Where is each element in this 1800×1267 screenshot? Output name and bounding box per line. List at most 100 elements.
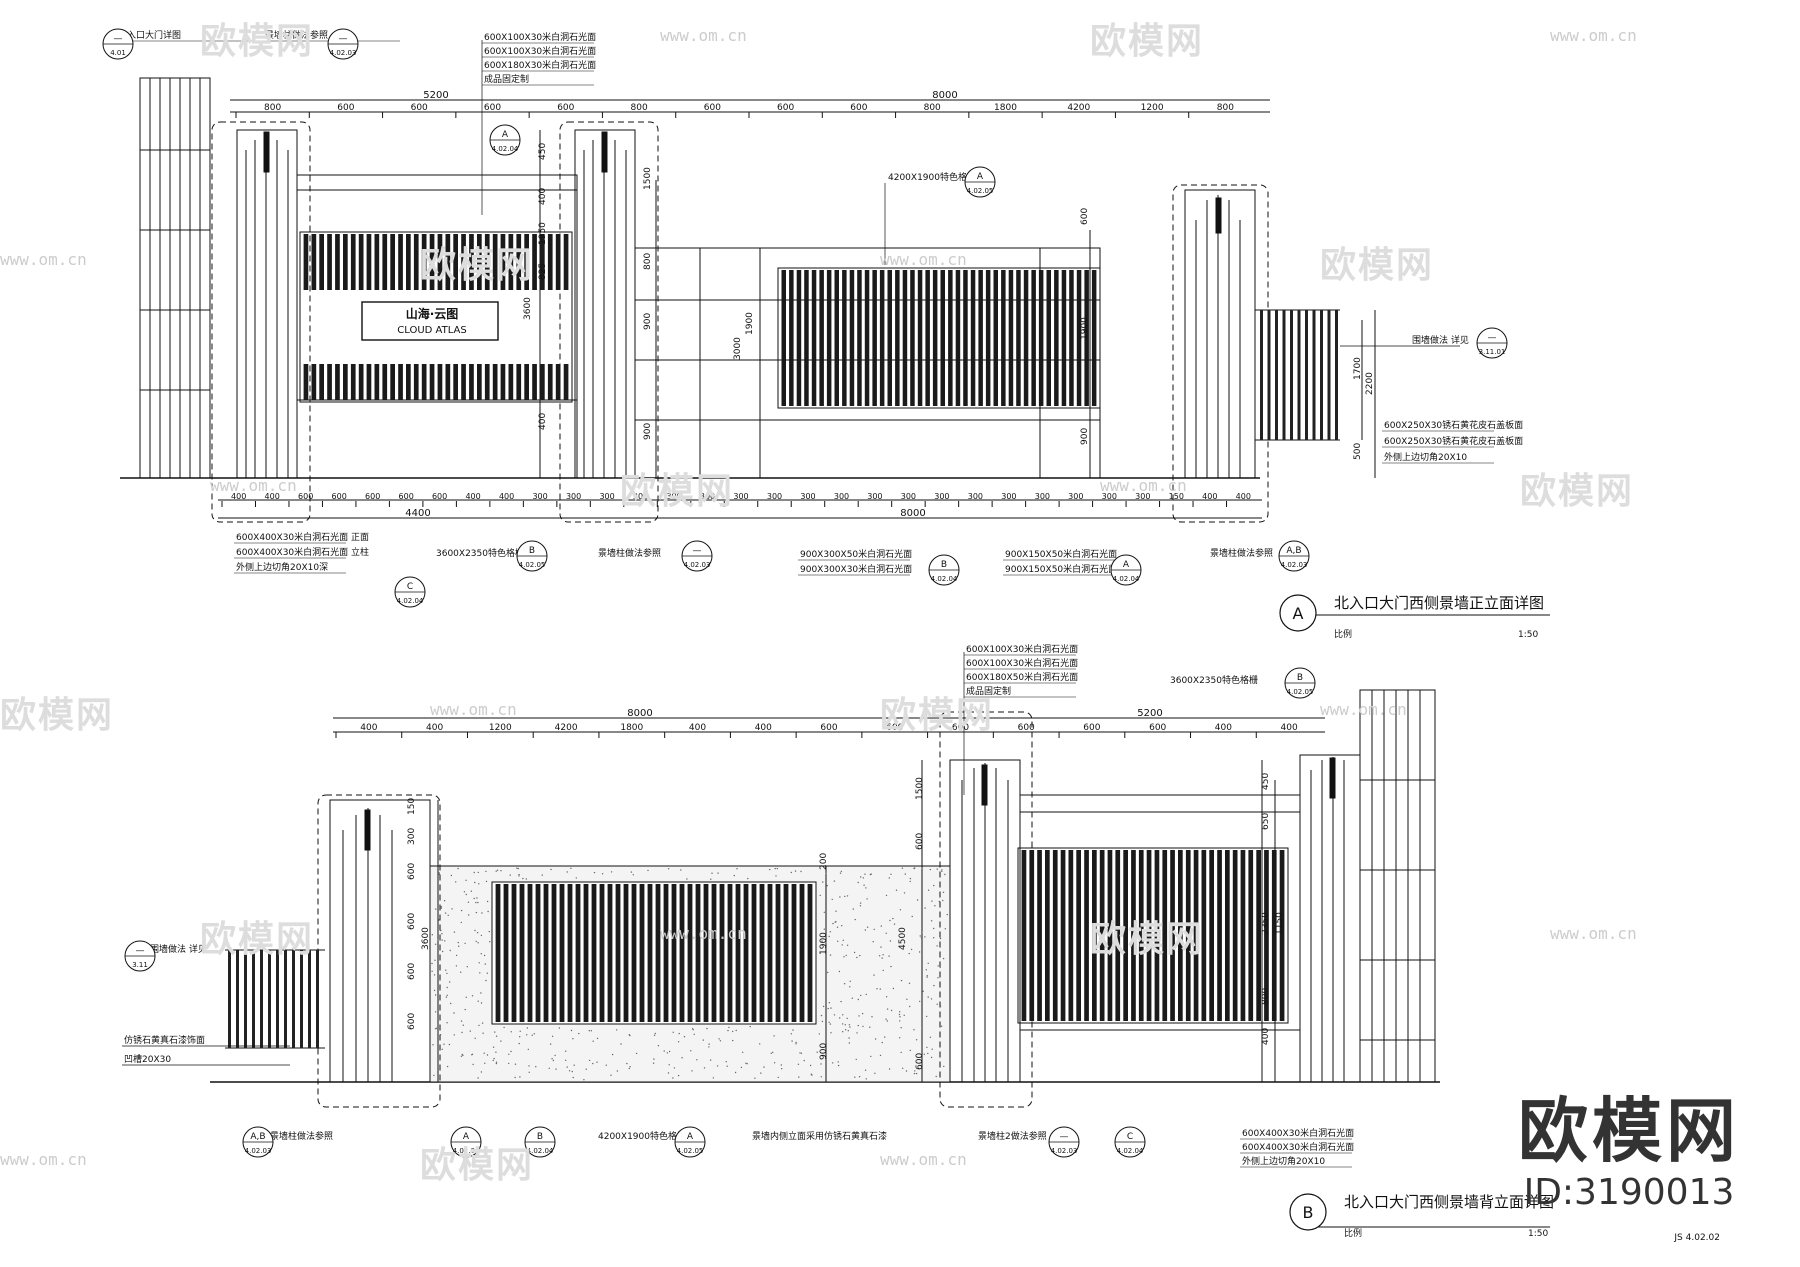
dim-text: 400 [1215, 723, 1232, 733]
stucco-speckle [832, 1062, 834, 1064]
callout-letter: — [693, 546, 702, 556]
grille-bar [1084, 850, 1089, 1021]
stucco-speckle [472, 1063, 474, 1066]
dim-text: 600 [886, 723, 903, 733]
grille-bar [1138, 850, 1144, 1021]
elevation-b-scale-value: 1:50 [1528, 1229, 1548, 1239]
stucco-speckle [487, 910, 489, 913]
stucco-speckle [926, 976, 928, 978]
stucco-speckle [905, 1070, 908, 1072]
stucco-speckle [944, 873, 946, 876]
stucco-speckle [856, 1032, 858, 1034]
stucco-speckle [904, 873, 906, 875]
stucco-speckle [885, 1018, 887, 1020]
stucco-speckle [829, 954, 832, 956]
stucco-speckle [446, 986, 448, 989]
stucco-speckle [450, 874, 453, 877]
grille-bar [350, 364, 356, 400]
stucco-speckle [760, 1072, 762, 1074]
stucco-speckle [943, 1065, 945, 1068]
grille-bar [508, 234, 514, 290]
stucco-speckle [876, 988, 878, 990]
stucco-speckle [681, 1057, 683, 1059]
stucco-speckle [475, 940, 477, 943]
stucco-speckle [895, 889, 898, 891]
callout-ref: 4.02.04 [1117, 1147, 1144, 1155]
dim-vertical: 1150 [1275, 912, 1285, 935]
stucco-speckle [889, 940, 892, 942]
stucco-speckle [549, 1043, 552, 1045]
dim-text: 1800 [620, 723, 643, 733]
grille-bar [484, 234, 490, 290]
grille-bar [445, 234, 451, 290]
stucco-speckle [709, 1059, 712, 1061]
stucco-speckle [443, 1043, 445, 1045]
dim-text: 600 [432, 492, 447, 501]
grille-bar [647, 884, 653, 1022]
note-text: 北入口大门详图 [118, 29, 181, 41]
fence-picket [316, 950, 319, 1048]
stucco-speckle [825, 872, 827, 875]
stucco-speckle [446, 1065, 449, 1068]
dim-vertical: 600 [407, 913, 417, 930]
stucco-speckle [846, 895, 849, 897]
stucco-speckle [899, 909, 902, 911]
stucco-speckle [759, 1043, 761, 1045]
grille-bar [477, 234, 482, 290]
grille-bar [500, 364, 506, 400]
fence-picket [244, 950, 247, 1048]
grille-bar [516, 234, 522, 290]
grille-bar [559, 884, 565, 1022]
stucco-speckle [839, 896, 841, 898]
grille-bar [343, 234, 348, 290]
stucco-speckle [866, 926, 869, 928]
grille-bar [796, 270, 802, 406]
stucco-speckle [900, 979, 903, 982]
note-text: 900X150X50米白洞石光面 [1005, 548, 1117, 560]
stucco-speckle [927, 889, 930, 891]
stucco-speckle [478, 1024, 480, 1027]
stucco-speckle [667, 1072, 670, 1074]
stucco-speckle [823, 928, 825, 930]
stucco-speckle [857, 1024, 859, 1027]
stucco-speckle [479, 972, 481, 974]
stucco-speckle [466, 966, 468, 968]
stucco-speckle [830, 1007, 832, 1009]
stucco-speckle [446, 1022, 448, 1024]
dim-text: 600 [337, 103, 354, 113]
callout-letter: A,B [1286, 546, 1301, 556]
grille-bar [811, 270, 817, 406]
callout-letter: — [1488, 333, 1497, 343]
grille-bar [781, 270, 786, 406]
dim-text: 600 [411, 103, 428, 113]
grille-bar [671, 884, 677, 1022]
callout-ref: 3.11.01 [1479, 348, 1506, 356]
stucco-speckle [717, 872, 719, 874]
grille-bar [932, 270, 938, 406]
note-text: 景墙柱做法参照 [270, 1130, 333, 1142]
stucco-speckle [629, 1066, 631, 1068]
dim-vertical: 450 [538, 143, 548, 160]
grille-bar [547, 234, 553, 290]
grille-bar [759, 884, 765, 1022]
dim-vertical: 600 [915, 833, 925, 850]
grille-bar [382, 234, 388, 290]
stucco-speckle [447, 914, 449, 916]
dim-vertical: 2350 [1261, 912, 1271, 935]
stucco-speckle [881, 957, 883, 959]
dim-text: 300 [666, 492, 681, 501]
stucco-speckle [725, 1061, 727, 1063]
stucco-speckle [443, 900, 446, 902]
stucco-speckle [914, 867, 916, 869]
stucco-speckle [840, 870, 842, 873]
stucco-speckle [510, 1050, 512, 1053]
stucco-speckle [470, 890, 472, 892]
callout-letter: A,B [250, 1132, 265, 1142]
stucco-speckle [942, 899, 944, 902]
stucco-speckle [921, 867, 923, 870]
stucco-speckle [903, 892, 906, 894]
dim-vertical: 600 [915, 1053, 925, 1070]
stucco-speckle [941, 869, 943, 871]
stucco-speckle [909, 877, 912, 880]
fence-picket [1327, 310, 1331, 440]
